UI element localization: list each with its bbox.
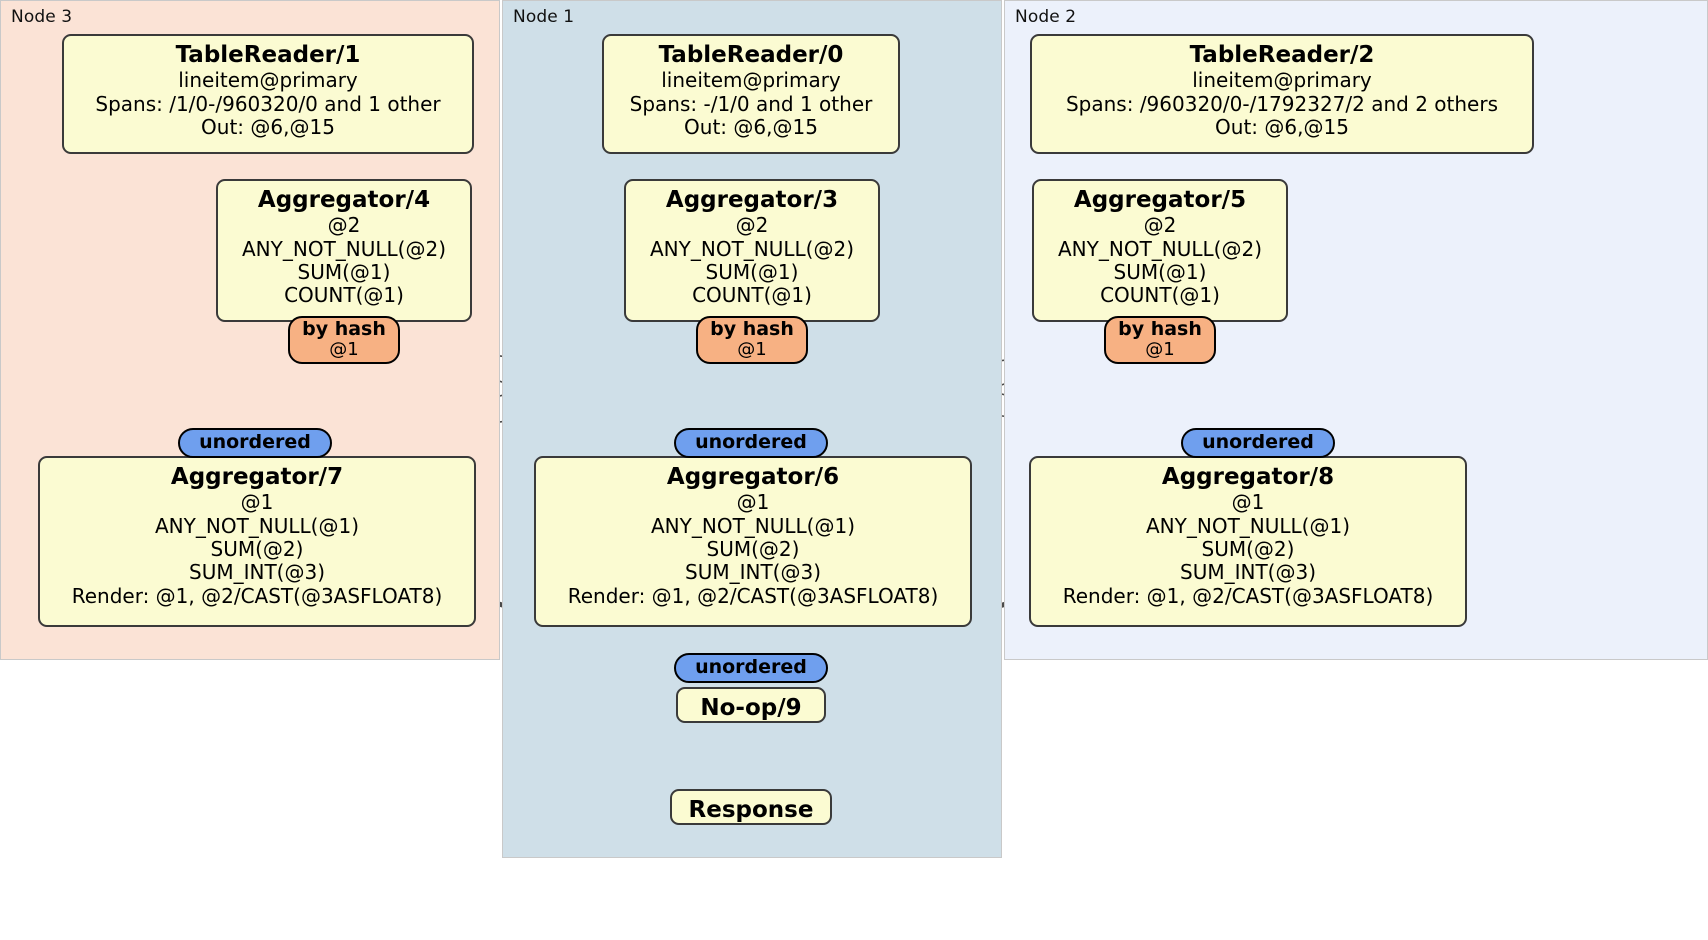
processor-detail-line: SUM(@1) bbox=[297, 259, 391, 284]
processor-title: TableReader/0 bbox=[658, 42, 844, 68]
processor-title: Aggregator/8 bbox=[1161, 464, 1335, 490]
hash-router-column: @1 bbox=[1145, 339, 1175, 361]
hash-router-label: by hash bbox=[710, 318, 794, 341]
synchronizer-no-op-9[interactable]: unordered bbox=[674, 653, 828, 683]
processor-detail-line: COUNT(@1) bbox=[692, 283, 812, 308]
processor-detail-line: ANY_NOT_NULL(@2) bbox=[242, 236, 446, 261]
processor-detail-line: SUM_INT(@3) bbox=[1180, 560, 1316, 585]
synchronizer-label: unordered bbox=[695, 431, 807, 454]
processor-title: Aggregator/5 bbox=[1073, 187, 1247, 213]
processor-detail-line: Render: @1, @2/CAST(@3ASFLOAT8) bbox=[567, 583, 939, 608]
synchronizer-label: unordered bbox=[199, 431, 311, 454]
synchronizer-aggregator-8[interactable]: unordered bbox=[1181, 428, 1335, 458]
processor-response[interactable]: Response bbox=[670, 789, 832, 825]
processor-detail-line: Render: @1, @2/CAST(@3ASFLOAT8) bbox=[1062, 583, 1434, 608]
hash-router-column: @1 bbox=[329, 339, 359, 361]
hash-router-label: by hash bbox=[302, 318, 386, 341]
processor-detail-line: SUM_INT(@3) bbox=[685, 560, 821, 585]
processor-no-op-9[interactable]: No-op/9 bbox=[676, 687, 826, 723]
processor-detail-line: ANY_NOT_NULL(@1) bbox=[651, 513, 855, 538]
processor-detail-line: lineitem@primary bbox=[1192, 68, 1372, 93]
processor-detail-line: ANY_NOT_NULL(@2) bbox=[1058, 236, 1262, 261]
processor-detail-line: Spans: -/1/0 and 1 other bbox=[629, 91, 873, 116]
panel-label-node2: Node 2 bbox=[1015, 7, 1077, 27]
processor-detail-line: ANY_NOT_NULL(@1) bbox=[1146, 513, 1350, 538]
processor-title: Aggregator/4 bbox=[257, 187, 431, 213]
processor-detail-line: @1 bbox=[736, 490, 770, 515]
hash-router-column: @1 bbox=[737, 339, 767, 361]
processor-detail-line: ANY_NOT_NULL(@1) bbox=[155, 513, 359, 538]
processor-detail-line: Out: @6,@15 bbox=[201, 114, 335, 139]
processor-title: TableReader/1 bbox=[175, 42, 361, 68]
processor-detail-line: SUM(@2) bbox=[210, 536, 304, 561]
processor-detail-line: @1 bbox=[1231, 490, 1265, 515]
panel-label-node3: Node 3 bbox=[11, 7, 73, 27]
synchronizer-aggregator-7[interactable]: unordered bbox=[178, 428, 332, 458]
synchronizer-label: unordered bbox=[695, 656, 807, 679]
processor-detail-line: @2 bbox=[1143, 213, 1177, 238]
processor-detail-line: SUM(@2) bbox=[706, 536, 800, 561]
processor-detail-line: Out: @6,@15 bbox=[1215, 114, 1349, 139]
processor-title: No-op/9 bbox=[700, 695, 802, 721]
synchronizer-aggregator-6[interactable]: unordered bbox=[674, 428, 828, 458]
processor-detail-line: lineitem@primary bbox=[661, 68, 841, 93]
processor-title: Aggregator/7 bbox=[170, 464, 344, 490]
processor-detail-line: SUM(@1) bbox=[1113, 259, 1207, 284]
panel-label-node1: Node 1 bbox=[513, 7, 575, 27]
processor-detail-line: COUNT(@1) bbox=[1100, 283, 1220, 308]
processor-detail-line: @1 bbox=[240, 490, 274, 515]
processor-detail-line: Spans: /960320/0-/1792327/2 and 2 others bbox=[1065, 91, 1498, 116]
hash-router-aggregator-3[interactable]: by hash@1 bbox=[696, 316, 808, 364]
processor-detail-line: SUM(@1) bbox=[705, 259, 799, 284]
processor-detail-line: Spans: /1/0-/960320/0 and 1 other bbox=[95, 91, 441, 116]
processor-detail-line: SUM(@2) bbox=[1201, 536, 1295, 561]
hash-router-aggregator-5[interactable]: by hash@1 bbox=[1104, 316, 1216, 364]
processor-detail-line: SUM_INT(@3) bbox=[189, 560, 325, 585]
processor-detail-line: @2 bbox=[735, 213, 769, 238]
processor-detail-line: @2 bbox=[327, 213, 361, 238]
processor-detail-line: COUNT(@1) bbox=[284, 283, 404, 308]
processor-detail-line: ANY_NOT_NULL(@2) bbox=[650, 236, 854, 261]
hash-router-label: by hash bbox=[1118, 318, 1202, 341]
processor-detail-line: lineitem@primary bbox=[178, 68, 358, 93]
hash-router-aggregator-4[interactable]: by hash@1 bbox=[288, 316, 400, 364]
processor-detail-line: Render: @1, @2/CAST(@3ASFLOAT8) bbox=[71, 583, 443, 608]
processor-title: Aggregator/6 bbox=[666, 464, 840, 490]
processor-title: Response bbox=[688, 797, 814, 823]
processor-detail-line: Out: @6,@15 bbox=[684, 114, 818, 139]
processor-title: TableReader/2 bbox=[1189, 42, 1375, 68]
synchronizer-label: unordered bbox=[1202, 431, 1314, 454]
processor-title: Aggregator/3 bbox=[665, 187, 839, 213]
